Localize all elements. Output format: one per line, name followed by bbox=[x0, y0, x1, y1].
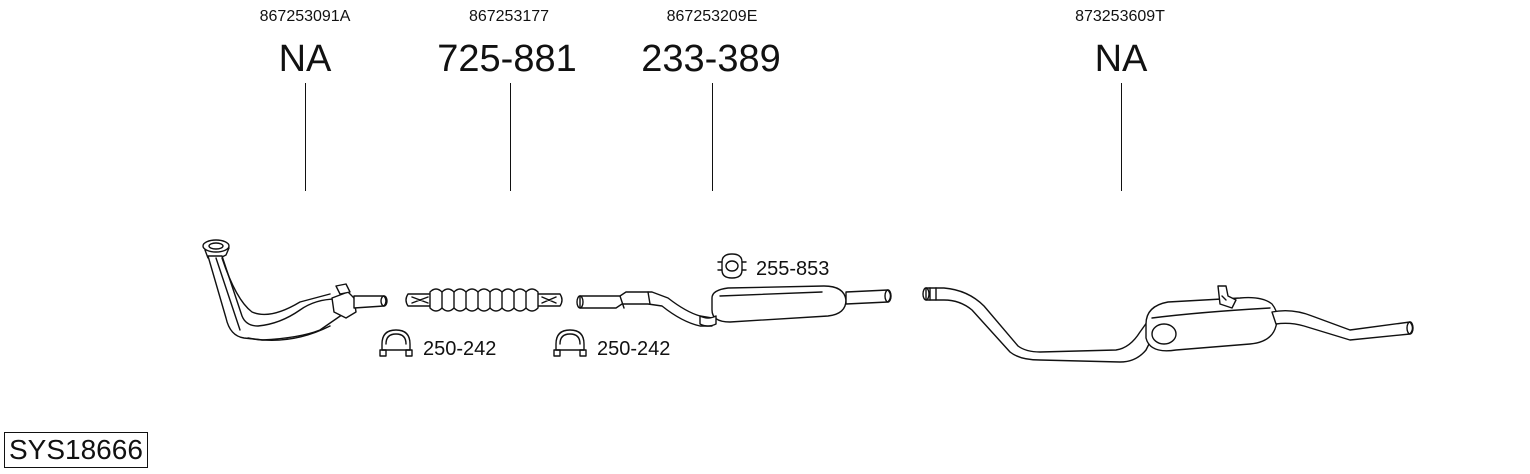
mount-part-number: 255-853 bbox=[756, 258, 830, 280]
oem-number-flex-pipe: 867253177 bbox=[468, 8, 550, 25]
middle-silencer-drawing bbox=[576, 285, 892, 327]
part-number-rear-silencer: NA bbox=[1094, 38, 1148, 80]
front-pipe-drawing bbox=[202, 239, 388, 341]
callout-line-flex-pipe bbox=[510, 83, 511, 191]
oem-number-front-pipe: 867253091A bbox=[259, 8, 351, 25]
system-id-label: SYS18666 bbox=[4, 432, 148, 468]
clamp-icon bbox=[553, 329, 587, 357]
part-number-flex-pipe: 725-881 bbox=[437, 38, 577, 80]
callout-line-rear-silencer bbox=[1121, 83, 1122, 191]
rear-silencer-drawing bbox=[922, 285, 1414, 363]
oem-number-rear-silencer: 873253609T bbox=[1075, 8, 1165, 25]
clamp-part-number: 250-242 bbox=[423, 338, 497, 360]
rubber-mount-icon bbox=[717, 253, 747, 279]
part-number-front-pipe: NA bbox=[278, 38, 332, 80]
oem-number-middle-silencer: 867253209E bbox=[666, 8, 758, 25]
flex-pipe-drawing bbox=[405, 288, 563, 312]
clamp-icon bbox=[379, 329, 413, 357]
callout-line-front-pipe bbox=[305, 83, 306, 191]
callout-line-middle-silencer bbox=[712, 83, 713, 191]
part-number-middle-silencer: 233-389 bbox=[641, 38, 781, 80]
clamp-part-number: 250-242 bbox=[597, 338, 671, 360]
